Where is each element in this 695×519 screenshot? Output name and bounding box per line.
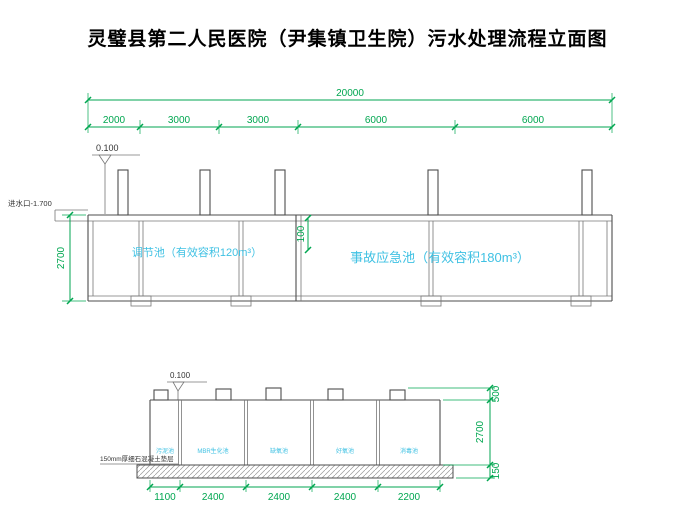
upper-elevation-marker: 0.100 — [92, 143, 140, 214]
dim-bottom-label: 2400 — [202, 492, 225, 503]
compartment-label: MBR生化池 — [197, 447, 228, 455]
dim-right-label: 500 — [491, 385, 502, 402]
dim-bottom-label: 2400 — [334, 492, 357, 503]
vent-column — [117, 169, 129, 216]
compartment-labels: 污泥池 MBR生化池 缺氧池 好氧池 消毒池 — [156, 447, 418, 455]
lower-elevation-marker: 0.100 — [167, 371, 207, 400]
dim-right-label: 150 — [491, 462, 502, 479]
base-note: 150mm厚细石混凝土垫层 — [100, 454, 178, 465]
dim-segment-label: 6000 — [365, 115, 388, 126]
upper-total-dimension: 20000 — [84, 88, 616, 133]
dim-segment-label: 6000 — [522, 115, 545, 126]
concrete-base-slab — [136, 464, 454, 479]
vent-column — [581, 169, 593, 216]
dim-total-label: 20000 — [336, 88, 364, 99]
upper-elevation-view: 20000 2000 3000 3000 6000 6000 0.100 — [8, 88, 616, 307]
lower-elevation-view: 0.100 — [100, 371, 502, 503]
base-note-label: 150mm厚细石混凝土垫层 — [100, 454, 174, 463]
vent-column — [199, 169, 211, 216]
upper-tank-structure — [87, 169, 613, 307]
tank-top-nozzle — [153, 389, 169, 401]
vent-column — [274, 169, 286, 216]
tank-top-nozzle — [265, 387, 282, 401]
elevation-value: 0.100 — [170, 371, 191, 380]
dim-bottom-label: 2200 — [398, 492, 421, 503]
vent-column — [427, 169, 439, 216]
emergency-tank-label: 事故应急池（有效容积180m³） — [350, 250, 530, 265]
dim-segment-label: 2000 — [103, 115, 126, 126]
regulating-tank-label: 调节池（有效容积120m³） — [132, 245, 262, 259]
upper-mid-dimension: 100 — [296, 214, 312, 254]
elevation-value: 0.100 — [96, 143, 119, 153]
dim-bottom-label: 1100 — [154, 492, 176, 503]
dim-right-label: 2700 — [475, 420, 486, 443]
tank-top-nozzle — [389, 389, 406, 401]
lower-bottom-dimensions: 1100 2400 2400 2400 2200 — [146, 480, 444, 503]
inlet-label: 进水口-1.700 — [8, 198, 52, 208]
dim-segment-label: 3000 — [168, 115, 191, 126]
tank-top-nozzle — [215, 388, 232, 401]
compartment-label: 缺氧池 — [270, 447, 288, 455]
compartment-label: 污泥池 — [156, 447, 174, 455]
lower-right-dimensions: 500 2700 150 — [408, 384, 502, 482]
upper-segment-dimensions: 2000 3000 3000 6000 6000 — [84, 115, 616, 134]
upper-depth-dimension: 2700 — [56, 211, 86, 305]
compartment-label: 好氧池 — [336, 447, 354, 455]
dim-segment-label: 3000 — [247, 115, 270, 126]
compartment-label: 消毒池 — [400, 447, 418, 455]
drawing-title: 灵璧县第二人民医院（尹集镇卫生院）污水处理流程立面图 — [87, 29, 608, 50]
lower-tank-structure — [136, 387, 454, 479]
tank-top-nozzle — [327, 388, 344, 401]
inlet-pipe: 进水口-1.700 — [8, 198, 88, 222]
dim-depth-label: 2700 — [56, 246, 67, 269]
dim-bottom-label: 2400 — [268, 492, 291, 503]
dim-mid-label: 100 — [296, 225, 307, 242]
